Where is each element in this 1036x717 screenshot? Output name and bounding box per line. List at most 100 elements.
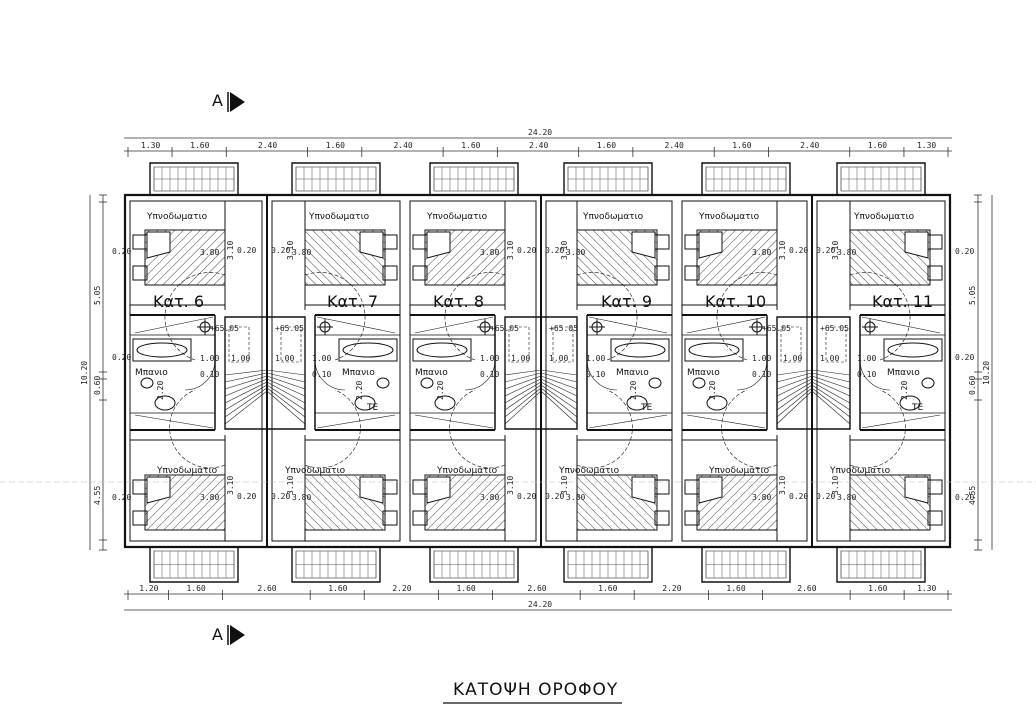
dimension-label: 1.60 xyxy=(190,141,209,150)
dimension-label: 1.00 xyxy=(820,354,839,363)
stair-step xyxy=(812,382,850,403)
dimension-label: 3.80 xyxy=(837,248,856,257)
pillow xyxy=(427,232,450,258)
dimension-label: 1.30 xyxy=(917,584,936,593)
staircase xyxy=(267,317,305,429)
door-swing xyxy=(577,272,637,360)
te-label: TE xyxy=(366,403,378,413)
dimension-label: 0.20 xyxy=(517,492,536,501)
dimension-label: 3.10 xyxy=(778,241,787,260)
stair-step xyxy=(812,370,850,375)
door-swing xyxy=(587,360,617,390)
dimension-label: 0.20 xyxy=(517,246,536,255)
dimension-label: 3.10 xyxy=(831,476,840,495)
unit-label: Κατ. 6 xyxy=(153,292,204,311)
nightstand xyxy=(928,266,942,280)
dimension-label: 3.80 xyxy=(200,248,219,257)
unit-8 xyxy=(410,163,541,582)
dimension-label: 1.00 xyxy=(200,354,219,363)
bathtub-basin xyxy=(615,343,665,357)
dimension-label: 1.00 xyxy=(549,354,568,363)
stair-step xyxy=(812,376,850,389)
toilet-icon xyxy=(693,378,705,388)
stair-step xyxy=(225,379,267,396)
stair-void xyxy=(826,327,846,362)
dimension-label: 0.20 xyxy=(112,493,131,502)
door-swing xyxy=(850,390,905,468)
unit-label: Κατ. 9 xyxy=(601,292,652,311)
dimension-label: 3.80 xyxy=(292,493,311,502)
section-marker-bottom: A xyxy=(212,625,245,645)
stair-step xyxy=(505,388,541,417)
bedroom-label: Υπνοδωματιο xyxy=(558,466,620,476)
dimension-label: 0.20 xyxy=(955,247,974,256)
unit-label: Κατ. 10 xyxy=(705,292,766,311)
stair-step xyxy=(777,370,812,375)
stair-step xyxy=(267,388,305,417)
stair-step xyxy=(541,373,577,382)
bathtub-basin xyxy=(343,343,393,357)
closet-line xyxy=(862,317,940,333)
stair-step xyxy=(267,385,305,410)
stair-step xyxy=(267,391,305,424)
balcony xyxy=(292,163,380,195)
staircase xyxy=(225,317,267,429)
elevation-label: +65.05 xyxy=(210,324,239,333)
balcony xyxy=(702,163,790,195)
pillow xyxy=(147,232,170,258)
bathtub-basin xyxy=(888,343,938,357)
dimension-label: 2.20 xyxy=(156,381,165,400)
dimension-label: 2.20 xyxy=(662,584,681,593)
bathroom-label: Μπανιο xyxy=(687,368,720,378)
unit-10 xyxy=(682,163,812,582)
bathtub xyxy=(133,339,191,361)
overall-width-label: 24.20 xyxy=(528,128,552,137)
pillow xyxy=(905,477,928,503)
dimension-label: 1.60 xyxy=(598,584,617,593)
dimension-label: 1.00 xyxy=(752,354,771,363)
stair-step xyxy=(267,376,305,389)
dimension-label: 3.80 xyxy=(752,493,771,502)
building-outline xyxy=(125,195,950,547)
dimension-label: 2.40 xyxy=(800,141,819,150)
stair-step xyxy=(777,385,812,410)
bathroom-label: Μπανιο xyxy=(887,368,920,378)
dimension-label: 2.40 xyxy=(393,141,412,150)
dimension-label: 3.10 xyxy=(778,476,787,495)
stair-step xyxy=(812,379,850,396)
dimension-label: 3.80 xyxy=(837,493,856,502)
section-label: A xyxy=(212,91,223,110)
closet-line xyxy=(415,415,493,428)
stair-step xyxy=(225,388,267,417)
dimension-label: 3.80 xyxy=(566,248,585,257)
bedroom-label: Υπνοδωματιο xyxy=(284,466,346,476)
bedroom-label: Υπνοδωματιο xyxy=(156,466,218,476)
elevation-label: +65.05 xyxy=(820,324,849,333)
stair-step xyxy=(505,370,541,375)
nightstand xyxy=(655,266,669,280)
dimension-label: 5.05 xyxy=(93,286,102,305)
dimension-label: 0.20 xyxy=(789,246,808,255)
nightstand xyxy=(133,511,147,525)
balcony xyxy=(150,547,238,582)
bathroom-label: Μπανιο xyxy=(342,368,375,378)
dimension-label: 1.60 xyxy=(597,141,616,150)
dimension-label: 0.20 xyxy=(271,246,290,255)
elevation-label: +65.05 xyxy=(490,324,519,333)
nightstand xyxy=(383,511,397,525)
dimension-label: 3.10 xyxy=(560,241,569,260)
door-swing xyxy=(165,272,225,360)
dimension-label: 0.10 xyxy=(200,370,219,379)
dimension-label: 2.40 xyxy=(529,141,548,150)
stair-step xyxy=(777,382,812,403)
toilet-icon xyxy=(649,378,661,388)
dimension-label: 1.30 xyxy=(141,141,160,150)
dimension-label: 0.20 xyxy=(112,247,131,256)
units-group: Υπνοδωματιο Κατ. 6 +65.05ΜπανιοΥπνοδωματιο… xyxy=(125,163,950,582)
nightstand xyxy=(655,511,669,525)
sink-icon xyxy=(435,396,455,410)
bathtub-basin xyxy=(417,343,467,357)
dimension-label: 2.20 xyxy=(355,381,364,400)
